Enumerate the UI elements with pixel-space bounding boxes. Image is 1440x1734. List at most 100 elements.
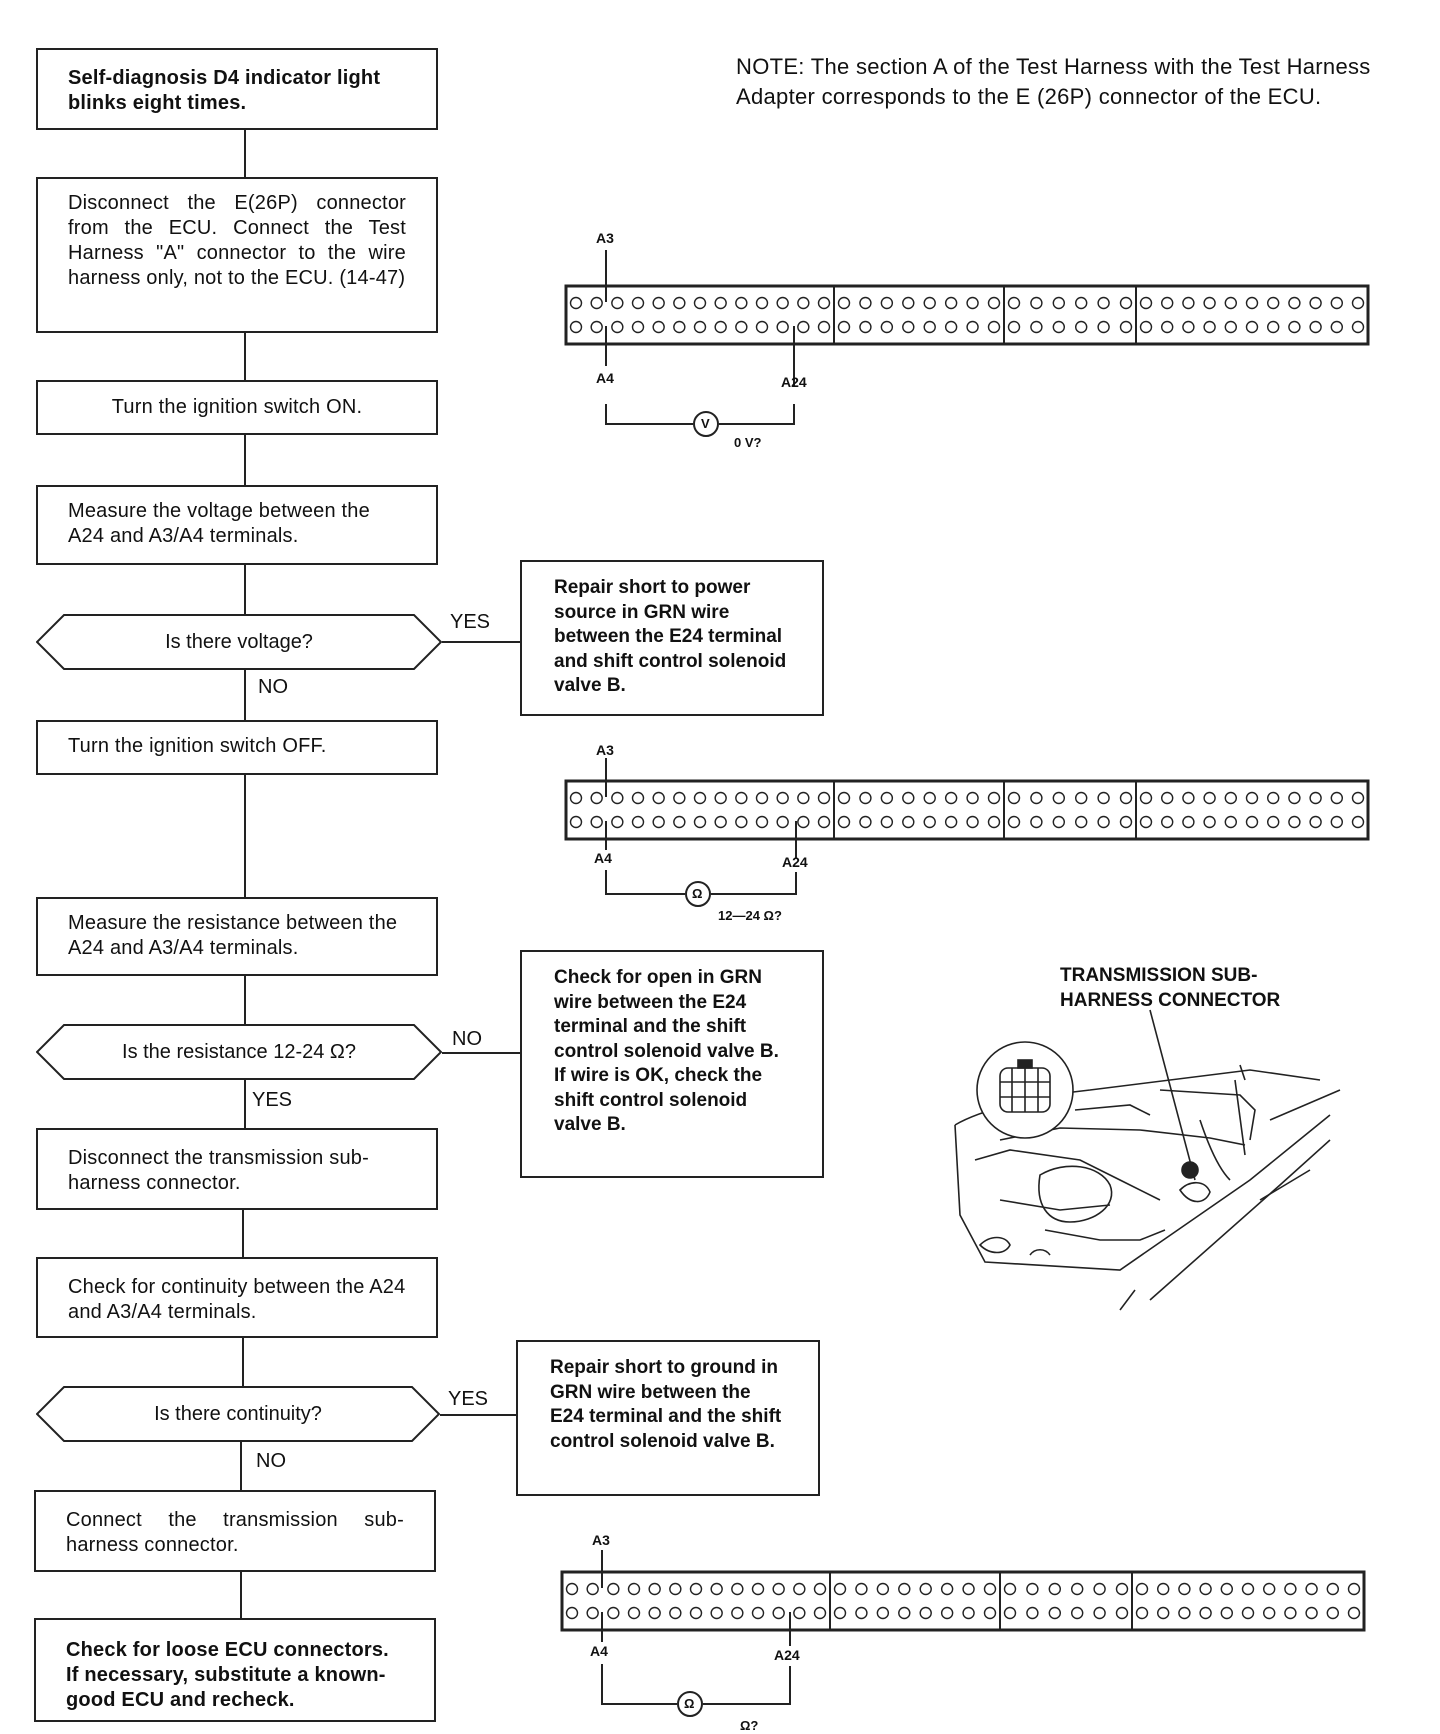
connector-pin — [880, 296, 894, 310]
result-short-to-ground: Repair short to ground in GRN wire betwe… — [516, 1340, 820, 1496]
connector-pin — [923, 791, 936, 805]
connector-pin — [1347, 1582, 1361, 1596]
connector-pin — [648, 1606, 661, 1620]
connector-pin — [1351, 815, 1365, 829]
connector-pin — [1182, 320, 1195, 334]
connector-pin — [1309, 791, 1322, 805]
connector-pin — [859, 320, 872, 334]
connector-pin — [1071, 1582, 1084, 1596]
connector-pin — [1182, 791, 1195, 805]
connector-pin — [1007, 320, 1021, 334]
connector-pin — [776, 320, 789, 334]
connector-pin — [611, 296, 624, 310]
decision-continuity-text: Is there continuity? — [154, 1402, 322, 1425]
connector-pin — [1026, 1606, 1039, 1620]
connector-pin — [1288, 320, 1301, 334]
connector-pin — [693, 320, 707, 334]
connector-body — [560, 1570, 1366, 1632]
connector-pin — [837, 815, 851, 829]
connector-pin — [669, 1582, 682, 1596]
pin-label-a3: A3 — [596, 742, 614, 758]
connector-pin — [1161, 320, 1174, 334]
step-measure-voltage: Measure the voltage between the A24 and … — [36, 485, 438, 565]
connector-pin — [797, 791, 810, 805]
connector-pin — [648, 1582, 661, 1596]
connector-pin — [1135, 1582, 1149, 1596]
connector-pin — [859, 791, 872, 805]
connector-pin — [966, 791, 979, 805]
connector-pin — [772, 1582, 785, 1596]
connector-pin — [983, 1582, 997, 1596]
connector-pin — [1115, 1582, 1129, 1596]
connector-pin — [590, 320, 603, 334]
connector-pin — [940, 1582, 954, 1596]
connector-pin — [919, 1606, 932, 1620]
step-check-loose-connectors: Check for loose ECU connectors. If neces… — [34, 1618, 436, 1722]
connector-pin — [631, 791, 645, 805]
connector-pin — [673, 320, 686, 334]
connector-pin — [1309, 296, 1322, 310]
connector-pin — [1007, 791, 1021, 805]
connector-body — [564, 284, 1370, 346]
connector-pin — [1305, 1606, 1318, 1620]
connector-pin — [710, 1606, 723, 1620]
connector-pin — [611, 320, 624, 334]
connector-pin — [855, 1582, 868, 1596]
connector-pin — [966, 296, 979, 310]
note-text: NOTE: The section A of the Test Harness … — [736, 54, 1371, 109]
connector-pin — [1326, 1606, 1339, 1620]
connector-pin — [1288, 815, 1301, 829]
step-disconnect-ecu-connector: Disconnect the E(26P) connector from the… — [36, 177, 438, 333]
result-check-open: Check for open in GRN wire between the E… — [520, 950, 824, 1178]
connector-pin — [1267, 815, 1280, 829]
connector-pin — [1267, 296, 1280, 310]
connector-diagram-resistance — [564, 779, 1370, 846]
connector-pin — [1007, 296, 1021, 310]
decision-voltage-text: Is there voltage? — [165, 630, 313, 653]
connector-pin — [1093, 1582, 1106, 1596]
connector-pin — [1030, 320, 1043, 334]
connector-pin — [837, 791, 851, 805]
connector-pin — [673, 791, 686, 805]
connector-pin — [735, 815, 748, 829]
connector-pin — [569, 791, 583, 805]
connector-pin — [776, 815, 789, 829]
connector-pin — [1241, 1606, 1255, 1620]
connector-pin — [1007, 815, 1021, 829]
figure-title: TRANSMISSION SUB-HARNESS CONNECTOR — [1060, 965, 1281, 1011]
decision-continuity: Is there continuity? — [36, 1386, 440, 1442]
step-ignition-off: Turn the ignition switch OFF. — [36, 720, 438, 775]
connector-pin — [714, 296, 727, 310]
connector-pin — [776, 791, 789, 805]
connector-pin — [1119, 815, 1133, 829]
connector-pin — [569, 815, 583, 829]
pin-label-a4: A4 — [590, 1643, 608, 1659]
connector-pin — [1026, 1582, 1039, 1596]
connector-pin — [755, 296, 769, 310]
connector-pin — [652, 791, 665, 805]
connector-pin — [1224, 296, 1237, 310]
connector-pin — [1139, 815, 1153, 829]
connector-pin — [669, 1606, 682, 1620]
ohmmeter-icon: Ω — [692, 886, 703, 901]
decision-voltage: Is there voltage? — [36, 614, 442, 670]
connector-pin — [876, 1582, 890, 1596]
connector-pin — [1003, 1582, 1017, 1596]
connector-diagram-voltage — [564, 284, 1370, 351]
connector-pin — [673, 815, 686, 829]
connector-pin — [607, 1582, 620, 1596]
branch-no-1: NO — [258, 676, 288, 698]
connector-pin — [1161, 791, 1174, 805]
connector-pin — [1220, 1606, 1233, 1620]
connector-pin — [1326, 1582, 1339, 1596]
connector-pin — [714, 791, 727, 805]
connector-pin — [1030, 815, 1043, 829]
connector-pin — [944, 296, 958, 310]
connector-pin — [1199, 1582, 1212, 1596]
connector-pin — [1203, 320, 1216, 334]
connector-pin — [689, 1606, 703, 1620]
connector-pin — [611, 815, 624, 829]
connector-pin — [817, 320, 831, 334]
pin-label-a24: A24 — [782, 854, 808, 870]
connector-pin — [1203, 815, 1216, 829]
